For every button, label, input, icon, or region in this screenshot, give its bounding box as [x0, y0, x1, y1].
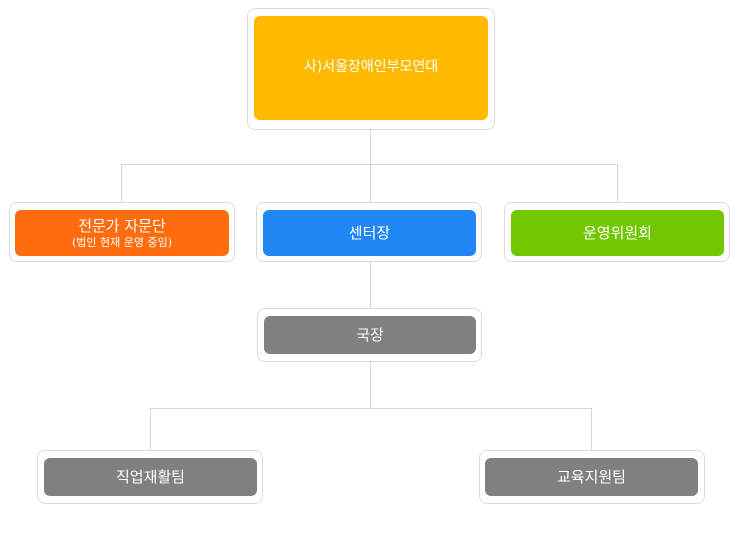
connector-level2-horizontal — [121, 164, 618, 165]
director-node-label: 국장 — [356, 325, 384, 344]
connector-center-drop — [370, 164, 371, 203]
director-node: 국장 — [264, 316, 476, 354]
top-node-label: 사)서울장애인부모연대 — [303, 59, 439, 76]
advisory-node-label: 전문가 자문단 — [78, 216, 166, 235]
vocational-team-node: 직업재활팀 — [44, 458, 257, 496]
committee-node-label: 운영위원회 — [582, 223, 652, 242]
top-node: 사)서울장애인부모연대 — [254, 16, 488, 120]
center-head-node: 센터장 — [263, 210, 476, 256]
connector-center-to-director — [370, 262, 371, 309]
center-head-node-label: 센터장 — [348, 223, 391, 242]
education-team-node-label: 교육지원팀 — [556, 467, 626, 486]
connector-advisory-drop — [121, 164, 122, 203]
advisory-node: 전문가 자문단 (법인 현재 운영 중임) — [15, 210, 229, 256]
connector-committee-drop — [617, 164, 618, 203]
connector-director-down — [370, 361, 371, 408]
vocational-team-node-label: 직업재활팀 — [115, 467, 185, 486]
connector-top-vertical — [370, 129, 371, 164]
connector-teams-horizontal — [150, 408, 592, 409]
advisory-node-sublabel: (법인 현재 운영 중임) — [71, 235, 173, 249]
connector-vocational-drop — [150, 408, 151, 451]
connector-education-drop — [591, 408, 592, 451]
education-team-node: 교육지원팀 — [485, 458, 698, 496]
committee-node: 운영위원회 — [511, 210, 724, 256]
